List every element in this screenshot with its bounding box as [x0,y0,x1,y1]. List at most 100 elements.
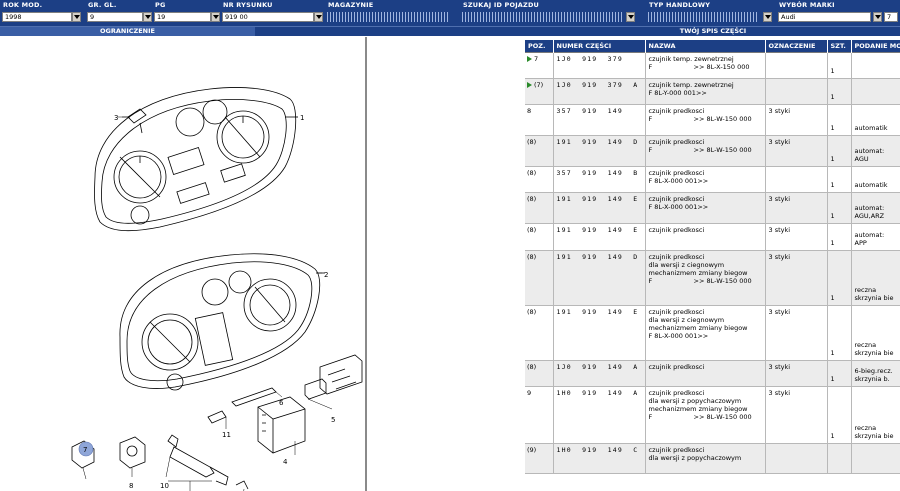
col-nazwa[interactable]: NAZWA [645,40,766,52]
cell-poz: (8) [525,360,554,387]
chevron-down-icon[interactable] [763,12,772,22]
table-row[interactable]: (8)191 919 149 E czujnik predkosci F 8L-X… [525,192,900,224]
col-podanie-mode[interactable]: PODANIE MODE [851,40,900,52]
cell-podanie-mode: automatik [851,166,900,193]
cell-poz-text: (8) [527,225,537,234]
cell-poz-text: (8) [527,168,537,177]
cell-numer-czesci-text: 1J0 919 379 [556,54,623,63]
cell-nazwa: czujnik predkosci dla wersji z ciegnowym… [645,305,766,361]
cell-numer-czesci: 1H0 919 149 C [553,443,646,474]
parts-table: POZ. NUMER CZĘŚCI NAZWA OZNACZENIE SZT. … [525,40,900,474]
filter-label: PG [155,1,166,9]
col-szt[interactable]: SZT. [827,40,852,52]
cell-numer-czesci: 191 919 149 D [553,135,646,167]
cell-podanie-mode: reczna skrzynia bie [851,386,900,444]
filter-pg: PG 19 [152,0,222,26]
parts-list-panel: POZ. NUMER CZĘŚCI NAZWA OZNACZENIE SZT. … [525,40,900,491]
callout-11[interactable]: 11 [222,431,231,439]
col-oznaczenie[interactable]: OZNACZENIE [765,40,828,52]
cell-nazwa: czujnik temp. zewnetrznej F 8L-Y-000 001… [645,78,766,105]
cell-podanie-mode-text: automatik [854,123,888,132]
cell-poz-text: 7 [534,54,539,63]
callout-2[interactable]: 2 [324,271,328,279]
gr-gl-select[interactable]: 9 [87,12,143,22]
callout-1[interactable]: 1 [300,114,304,122]
cell-numer-czesci: 357 919 149 B [553,166,646,193]
callout-8[interactable]: 8 [129,482,133,490]
callout-4[interactable]: 4 [283,458,288,466]
rok-mod-select[interactable]: 1998 [2,12,72,22]
cell-numer-czesci-text: 191 919 149 E [556,225,639,234]
cell-nazwa-text: czujnik predkosci [648,362,705,371]
callout-10[interactable]: 10 [160,482,169,490]
filter-label: WYBÓR MARKI [779,1,835,9]
cell-numer-czesci: 1J0 919 379 A [553,78,646,105]
cell-oznaczenie [765,166,828,193]
cell-podanie-mode-text: automat: AGU [854,146,885,163]
cell-poz: 8 [525,104,554,136]
cell-poz: (8) [525,192,554,224]
pg-select[interactable]: 19 [154,12,211,22]
ograniczenie-tab[interactable]: OGRANICZENIE [0,27,255,36]
cell-podanie-mode-text: reczna skrzynia bie [854,340,894,357]
cell-numer-czesci: 357 919 149 [553,104,646,136]
chevron-down-icon[interactable] [873,12,882,22]
filter-label: GR. GL. [88,1,117,9]
chevron-down-icon[interactable] [211,12,220,22]
col-numer-czesci[interactable]: NUMER CZĘŚCI [553,40,646,52]
wybor-marki-select[interactable]: Audi [778,12,871,22]
cell-szt: 1 [827,250,852,306]
typ-handlowy-field[interactable] [648,12,758,22]
parts-list-title: TWÓJ SPIS CZĘŚCI [679,27,747,35]
cell-oznaczenie: 3 styki [765,360,828,387]
cell-numer-czesci: 1J0 919 379 [553,51,646,79]
cell-numer-czesci-text: 357 919 149 [556,106,623,115]
col-poz[interactable]: POZ. [525,40,554,52]
cell-poz: (8) [525,135,554,167]
cell-poz: 9 [525,386,554,444]
chevron-down-icon[interactable] [626,12,635,22]
cell-nazwa-text: czujnik predkosci dla wersji z ciegnowym… [648,307,748,340]
magazynie-field[interactable] [327,12,449,22]
cell-numer-czesci-text: 191 919 149 E [556,194,639,203]
cell-szt-text: 1 [830,66,835,75]
callout-3[interactable]: 3 [114,114,118,122]
callout-7[interactable]: 7 [83,446,87,454]
nr-rysunku-select[interactable]: 919 00 [222,12,314,22]
cell-poz-text: (8) [527,307,537,316]
marka-extra-field[interactable]: 7 [884,12,898,22]
cell-numer-czesci: 191 919 149 E [553,223,646,251]
chevron-down-icon[interactable] [72,12,81,22]
szukaj-id-field[interactable] [462,12,622,22]
cell-szt: 1 [827,78,852,105]
cell-szt-text: 1 [830,348,835,357]
filter-magazynie: MAGAZYNIE [325,0,455,26]
callout-5[interactable]: 5 [331,416,335,424]
cell-poz: (8) [525,223,554,251]
parts-diagram[interactable]: 1 2 3 4 5 6 7 8 9 10 11 12 [0,37,365,491]
cell-nazwa: czujnik predkosci F 8L-X-000 001>> [645,192,766,224]
chevron-down-icon[interactable] [143,12,152,22]
filter-wybor-marki: WYBÓR MARKI Audi 7 [776,0,900,26]
cell-oznaczenie-text: 3 styki [768,194,791,203]
cell-podanie-mode-text: automat: AGU,ARZ [854,203,885,220]
callout-6[interactable]: 6 [279,399,284,407]
cell-podanie-mode-text: reczna skrzynia bie [854,285,894,302]
cell-numer-czesci: 1J0 919 149 A [553,360,646,387]
chevron-down-icon[interactable] [314,12,323,22]
cell-poz: 7 [525,51,554,79]
cell-nazwa-text: czujnik predkosci F 8L-X-000 001>> [648,168,709,185]
cell-szt-text: 1 [830,238,835,247]
cell-szt: 1 [827,223,852,251]
